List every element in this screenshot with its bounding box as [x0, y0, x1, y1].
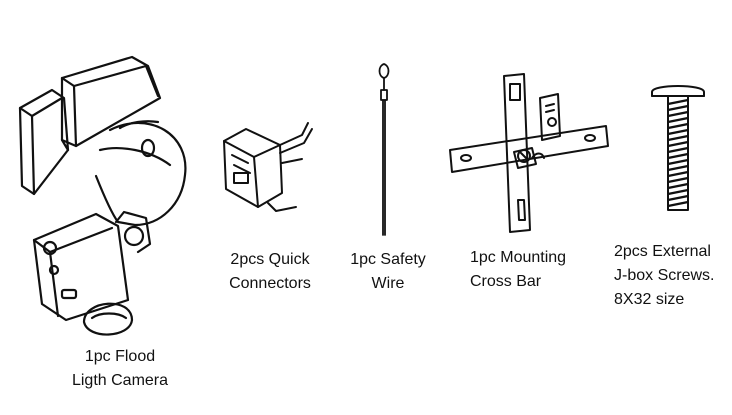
mounting-cross-bar-icon [449, 73, 609, 233]
caption-line: 2pcs Quick [230, 251, 310, 268]
item-mounting-cross-bar: 1pc Mounting Cross Bar [440, 0, 620, 415]
caption-line: 1pc Mounting [470, 249, 567, 266]
item-quick-connectors: 2pcs Quick Connectors [210, 0, 330, 415]
quick-connector-icon [223, 122, 313, 212]
item-flood-light-camera: 1pc Flood Ligth Camera [0, 0, 200, 415]
caption-line: J-box Screws. [614, 267, 715, 284]
caption-safety-wire: 1pc Safety Wire [338, 248, 438, 296]
caption-line: 8X32 size [614, 291, 685, 308]
caption-quick-connectors: 2pcs Quick Connectors [210, 248, 330, 296]
caption-line: 2pcs External [614, 243, 711, 260]
caption-mounting-cross-bar: 1pc Mounting Cross Bar [470, 246, 620, 294]
caption-jbox-screws: 2pcs External J-box Screws. 8X32 size [614, 240, 732, 312]
caption-line: Connectors [229, 275, 311, 292]
caption-line: Cross Bar [470, 273, 542, 290]
safety-wire-icon [378, 63, 390, 236]
caption-flood-light-camera: 1pc Flood Ligth Camera [50, 345, 190, 393]
screw-icon [651, 85, 705, 211]
caption-line: Wire [371, 275, 405, 292]
item-jbox-screws: 2pcs External J-box Screws. 8X32 size [610, 0, 732, 415]
caption-line: 1pc Flood [84, 348, 156, 365]
flood-light-camera-icon [18, 55, 187, 336]
item-safety-wire: 1pc Safety Wire [338, 0, 438, 415]
caption-line: Ligth Camera [71, 372, 169, 389]
caption-line: 1pc Safety [350, 251, 426, 268]
